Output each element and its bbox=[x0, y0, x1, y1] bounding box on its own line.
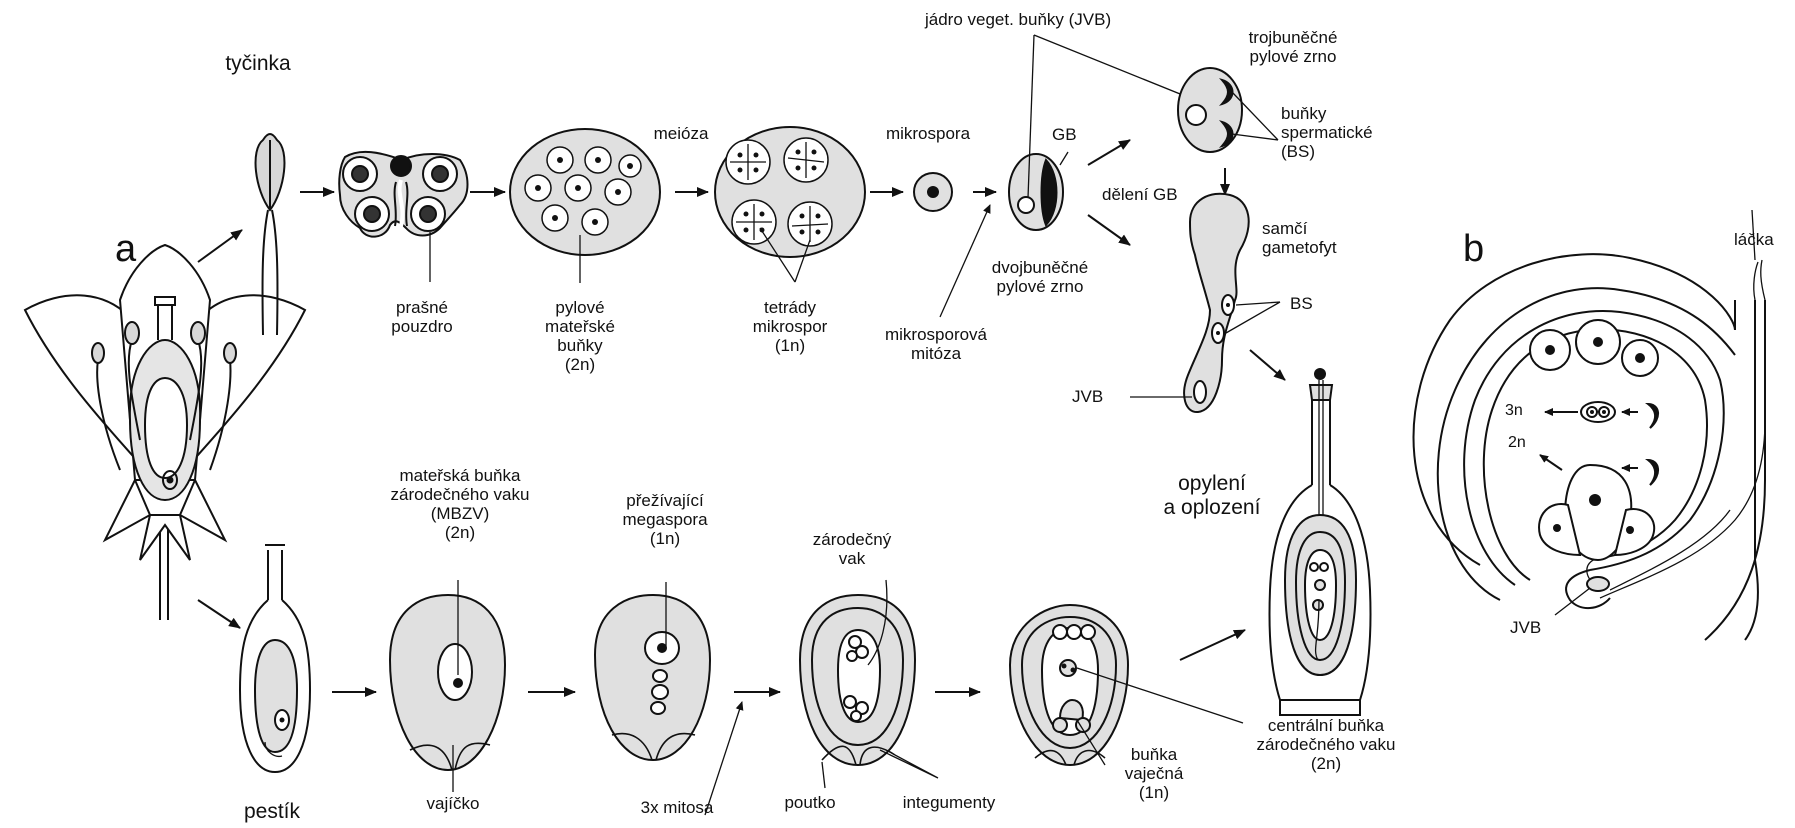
pollen-tube bbox=[1184, 194, 1249, 412]
label-jvb-b: JVB bbox=[1510, 618, 1541, 637]
anther-section bbox=[339, 152, 467, 282]
label-line: (BS) bbox=[1281, 142, 1373, 161]
label-line: přežívající bbox=[622, 491, 707, 510]
label-pylove-materske: pylové mateřské buňky (2n) bbox=[545, 298, 615, 374]
label-poutko: poutko bbox=[784, 793, 835, 812]
label-line: buňky bbox=[1281, 104, 1373, 123]
bicellular-pollen bbox=[1009, 152, 1068, 230]
label-line: mitóza bbox=[885, 344, 987, 363]
label-line: (1n) bbox=[753, 336, 828, 355]
label-prasne-pouzdro: prašné pouzdro bbox=[391, 298, 452, 336]
label-integumenty: integumenty bbox=[903, 793, 996, 812]
label-line: (1n) bbox=[622, 529, 707, 548]
label-lacka: láčka bbox=[1734, 230, 1774, 249]
label-line: mateřské bbox=[545, 317, 615, 336]
label-trojbunecne: trojbuněčné pylové zrno bbox=[1249, 28, 1338, 66]
label-line: pouzdro bbox=[391, 317, 452, 336]
microspore-tetrads bbox=[715, 127, 865, 282]
ovule-megaspore bbox=[595, 595, 710, 760]
ovule-mbzv bbox=[390, 595, 505, 770]
label-line: tetrády bbox=[753, 298, 828, 317]
label-line: prašné bbox=[391, 298, 452, 317]
label-meioza: meióza bbox=[654, 124, 709, 143]
label-zarodecny-vak: zárodečný vak bbox=[813, 530, 891, 568]
label-tetrady: tetrády mikrospor (1n) bbox=[753, 298, 828, 355]
pollen-mother-cells bbox=[510, 129, 660, 283]
label-line: vaječná bbox=[1125, 764, 1184, 783]
label-jadro-veget: jádro veget. buňky (JVB) bbox=[925, 10, 1111, 29]
label-line: megaspora bbox=[622, 510, 707, 529]
label-line: (MBZV) bbox=[391, 504, 530, 523]
label-pestik: pestík bbox=[244, 800, 300, 824]
label-jvb-top: JVB bbox=[1072, 387, 1103, 406]
tricellular-pollen bbox=[1178, 68, 1242, 152]
label-tycinka: tyčinka bbox=[225, 52, 290, 76]
label-opyleni-oplozeni: opylení a oplození bbox=[1164, 472, 1261, 519]
label-vajicko: vajíčko bbox=[427, 794, 480, 813]
label-deleni-gb: dělení GB bbox=[1102, 185, 1178, 204]
label-line: (2n) bbox=[1257, 754, 1396, 773]
panel-label-b: b bbox=[1463, 228, 1484, 271]
label-line: spermatické bbox=[1281, 123, 1373, 142]
label-3x-mitosa: 3x mitosa bbox=[641, 798, 714, 817]
label-line: (2n) bbox=[545, 355, 615, 374]
label-samci-gametofyt: samčí gametofyt bbox=[1262, 219, 1337, 257]
label-line: pylové bbox=[545, 298, 615, 317]
panel-label-a: a bbox=[115, 228, 136, 271]
label-line: (1n) bbox=[1125, 783, 1184, 802]
pollinated-pistil bbox=[1269, 368, 1370, 715]
label-line: zárodečný bbox=[813, 530, 891, 549]
label-line: centrální buňka bbox=[1257, 716, 1396, 735]
label-line: samčí bbox=[1262, 219, 1337, 238]
pistil-illustration bbox=[240, 545, 310, 772]
label-line: gametofyt bbox=[1262, 238, 1337, 257]
label-line: zárodečného vaku bbox=[391, 485, 530, 504]
microspore bbox=[914, 173, 952, 211]
label-line: dvojbuněčné bbox=[992, 258, 1088, 277]
label-line: vak bbox=[813, 549, 891, 568]
label-line: zárodečného vaku bbox=[1257, 735, 1396, 754]
label-gb: GB bbox=[1052, 125, 1077, 144]
ovule-mature bbox=[1010, 605, 1128, 765]
label-mikrospora: mikrospora bbox=[886, 124, 970, 143]
label-3n: 3n bbox=[1505, 402, 1523, 420]
label-line: pylové zrno bbox=[992, 277, 1088, 296]
label-centralni-bunka: centrální buňka zárodečného vaku (2n) bbox=[1257, 716, 1396, 773]
label-line: (2n) bbox=[391, 523, 530, 542]
label-line: opylení bbox=[1164, 472, 1261, 496]
label-line: buňky bbox=[545, 336, 615, 355]
label-mbzv: mateřská buňka zárodečného vaku (MBZV) (… bbox=[391, 466, 530, 542]
label-mikrosporova-mitoza: mikrosporová mitóza bbox=[885, 325, 987, 363]
label-bunka-vajecna: buňka vaječná (1n) bbox=[1125, 745, 1184, 802]
label-bunky-spermaticke: buňky spermatické (BS) bbox=[1281, 104, 1373, 161]
label-line: a oplození bbox=[1164, 496, 1261, 520]
ovule-embryo-sac bbox=[800, 595, 915, 765]
label-line: buňka bbox=[1125, 745, 1184, 764]
fertilization-detail bbox=[1414, 210, 1765, 640]
label-prezivajici-megaspora: přežívající megaspora (1n) bbox=[622, 491, 707, 548]
label-line: pylové zrno bbox=[1249, 47, 1338, 66]
label-line: mikrospor bbox=[753, 317, 828, 336]
label-dvojbunecne: dvojbuněčné pylové zrno bbox=[992, 258, 1088, 296]
label-bs: BS bbox=[1290, 294, 1313, 313]
label-2n: 2n bbox=[1508, 434, 1526, 452]
label-line: mateřská buňka bbox=[391, 466, 530, 485]
label-line: trojbuněčné bbox=[1249, 28, 1338, 47]
label-line: mikrosporová bbox=[885, 325, 987, 344]
